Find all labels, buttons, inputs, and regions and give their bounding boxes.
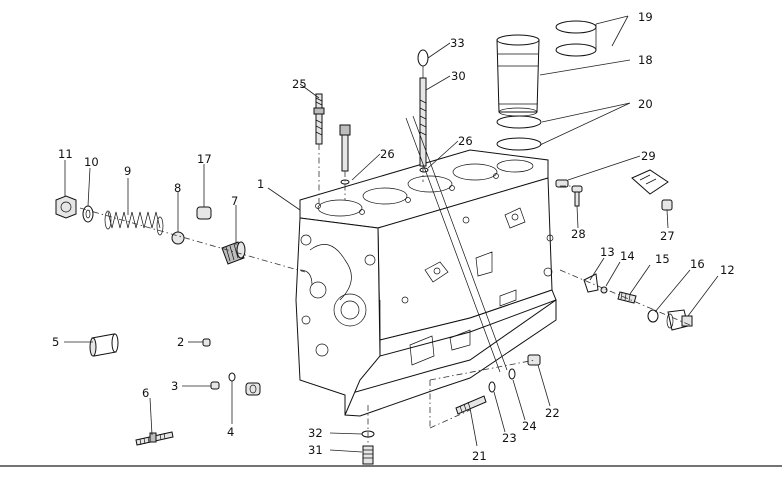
callout-28: 28	[571, 227, 586, 241]
callout-33: 33	[450, 36, 465, 50]
part-3-plug	[210, 381, 220, 390]
callout-30: 30	[451, 69, 466, 83]
callout-11: 11	[58, 147, 73, 161]
callout-26a: 26	[380, 147, 395, 161]
part-2-plug	[202, 338, 211, 347]
callout-24: 24	[522, 419, 537, 433]
callout-15: 15	[655, 252, 670, 266]
part-22-plug	[527, 354, 541, 366]
part-25-stud-bolt	[313, 93, 325, 145]
part-10-washer	[82, 205, 94, 223]
callout-13: 13	[600, 245, 615, 259]
callout-9: 9	[124, 164, 131, 178]
callout-23: 23	[502, 431, 517, 445]
part-27-sensor	[631, 169, 673, 211]
callout-2: 2	[177, 335, 184, 349]
part-14-nut	[600, 286, 608, 294]
callout-32: 32	[308, 426, 323, 440]
part-29-plug	[555, 179, 569, 188]
part-24-washer	[508, 368, 516, 380]
part-5-sleeve	[89, 333, 119, 357]
callout-17: 17	[197, 152, 212, 166]
callout-7: 7	[231, 194, 238, 208]
part-20-o-ring-b	[496, 137, 542, 151]
part-15-screw	[617, 291, 637, 304]
part-7-valve	[221, 241, 246, 265]
callout-21: 21	[472, 449, 487, 463]
part-11-nut	[55, 195, 77, 219]
callout-19: 19	[638, 10, 653, 24]
part-26-washer-b	[419, 167, 429, 173]
callout-10: 10	[84, 155, 99, 169]
callout-8: 8	[174, 181, 181, 195]
axis-lines	[79, 144, 691, 446]
callout-5: 5	[52, 335, 59, 349]
part-23-washer	[488, 381, 496, 393]
callout-25: 25	[292, 77, 307, 91]
part-9-spring	[104, 210, 164, 236]
part-long-tube	[405, 115, 508, 373]
callout-6: 6	[142, 386, 149, 400]
cylinder-block	[295, 149, 557, 417]
callout-16: 16	[690, 257, 705, 271]
part-20-o-ring-a	[496, 115, 542, 129]
part-bushing	[245, 382, 261, 396]
part-28-pin	[571, 185, 583, 207]
callout-12: 12	[720, 263, 735, 277]
part-head-bolt	[339, 124, 351, 172]
callout-18: 18	[638, 53, 653, 67]
part-21-stud	[455, 395, 487, 415]
callout-31: 31	[308, 443, 323, 457]
callout-20: 20	[638, 97, 653, 111]
part-18-cylinder-liner	[496, 34, 540, 117]
callout-27: 27	[660, 229, 675, 243]
callout-29: 29	[641, 149, 656, 163]
part-30-dipstick-tube	[419, 77, 427, 167]
part-16-washer	[647, 309, 659, 323]
callout-labels: 1 2 3 4 5 6 7 8 9 10 11 12 13 14 15 16 1…	[52, 10, 735, 463]
part-19-seal-ring-b	[555, 43, 597, 57]
part-33-dipstick	[417, 49, 429, 78]
callout-26b: 26	[458, 134, 473, 148]
callout-4: 4	[227, 425, 234, 439]
part-4-washer	[228, 372, 236, 382]
part-12-elbow-fitting	[666, 309, 693, 331]
callout-14: 14	[620, 249, 635, 263]
part-19-seal-ring-a	[555, 20, 597, 34]
callout-3: 3	[171, 379, 178, 393]
callout-22: 22	[545, 406, 560, 420]
leader-lines	[64, 15, 719, 453]
part-6-stud	[135, 431, 174, 446]
part-13-clip	[583, 273, 599, 293]
part-31-drain-plug	[362, 445, 374, 465]
callout-1: 1	[257, 177, 264, 191]
part-8-ball	[171, 231, 185, 245]
part-17-plug	[196, 206, 212, 220]
